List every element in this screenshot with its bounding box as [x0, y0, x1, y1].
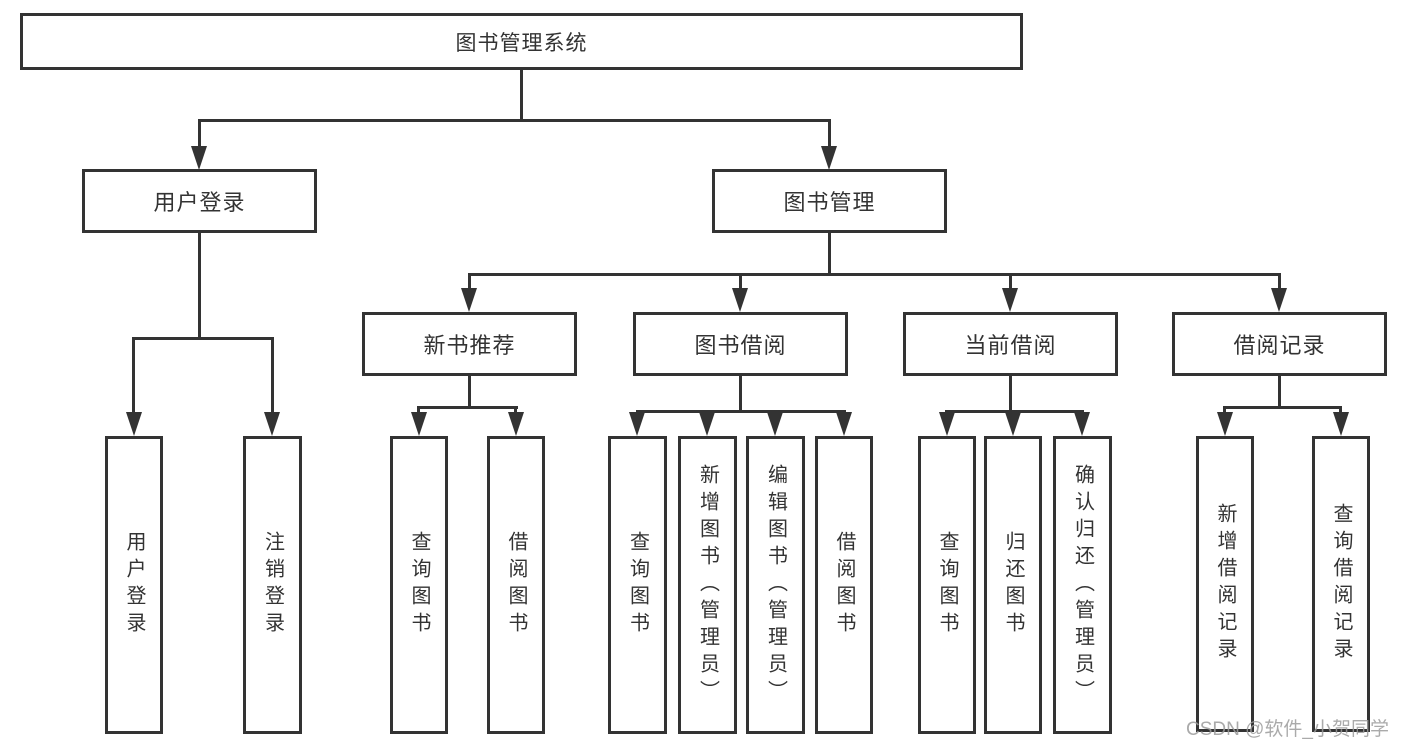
- connector-hline: [198, 119, 831, 122]
- node-book-borrowing: 图书借阅: [633, 312, 848, 376]
- leaf-borrow-book-borrowing-label: 借阅图书: [833, 531, 855, 639]
- arrowhead-down-icon: [264, 412, 280, 436]
- node-root-label: 图书管理系统: [455, 31, 588, 55]
- arrowhead-down-icon: [126, 412, 142, 436]
- connector-vline: [520, 70, 523, 119]
- leaf-logout-label: 注销登录: [261, 531, 284, 639]
- arrowhead-down-icon: [508, 412, 524, 436]
- leaf-borrow-book-recommend: 借阅图书: [487, 436, 545, 734]
- arrowhead-down-icon: [1074, 412, 1090, 436]
- node-new-book-recommend-label: 新书推荐: [423, 333, 516, 358]
- connector-vline: [828, 119, 831, 150]
- node-borrowing-records-label: 借阅记录: [1233, 333, 1326, 358]
- arrowhead-down-icon: [1271, 288, 1287, 312]
- connector-vline: [828, 233, 831, 273]
- arrowhead-down-icon: [821, 146, 837, 170]
- node-new-book-recommend: 新书推荐: [362, 312, 577, 376]
- connector-hline: [417, 406, 518, 409]
- leaf-edit-book-admin-label: 编辑图书（管理员）: [764, 463, 787, 707]
- connector-hline: [468, 273, 1281, 276]
- leaf-edit-book-admin: 编辑图书（管理员）: [746, 436, 805, 734]
- leaf-confirm-return-admin: 确认归还（管理员）: [1053, 436, 1112, 734]
- leaf-borrow-book-recommend-label: 借阅图书: [505, 531, 527, 639]
- connector-hline: [1223, 406, 1342, 409]
- leaf-query-borrow-record: 查询借阅记录: [1312, 436, 1370, 732]
- connector-vline: [468, 376, 471, 406]
- arrowhead-down-icon: [1005, 412, 1021, 436]
- node-user-login-label: 用户登录: [153, 190, 246, 215]
- arrowhead-down-icon: [1333, 412, 1349, 436]
- leaf-add-book-admin-label: 新增图书（管理员）: [696, 463, 719, 707]
- leaf-add-borrow-record: 新增借阅记录: [1196, 436, 1254, 732]
- connector-vline: [1278, 376, 1281, 406]
- leaf-confirm-return-admin-label: 确认归还（管理员）: [1071, 463, 1094, 707]
- connector-vline: [132, 337, 135, 417]
- arrowhead-down-icon: [1217, 412, 1233, 436]
- node-borrowing-records: 借阅记录: [1172, 312, 1387, 376]
- leaf-borrow-book-borrowing: 借阅图书: [815, 436, 873, 734]
- connector-vline: [1009, 273, 1012, 291]
- leaf-user-login-label: 用户登录: [123, 531, 145, 639]
- leaf-query-book-recommend-label: 查询图书: [408, 531, 430, 639]
- connector-vline: [468, 273, 471, 291]
- arrowhead-down-icon: [939, 412, 955, 436]
- leaf-return-book-label: 归还图书: [1002, 531, 1024, 639]
- leaf-logout: 注销登录: [243, 436, 302, 734]
- arrowhead-down-icon: [411, 412, 427, 436]
- node-current-borrowing: 当前借阅: [903, 312, 1118, 376]
- leaf-query-book-recommend: 查询图书: [390, 436, 448, 734]
- connector-hline: [945, 410, 1084, 413]
- node-book-management: 图书管理: [712, 169, 947, 233]
- csdn-watermark: CSDN @软件_小贺同学: [1186, 719, 1389, 740]
- node-root-system: 图书管理系统: [20, 13, 1023, 70]
- arrowhead-down-icon: [191, 146, 207, 170]
- connector-vline: [271, 337, 274, 417]
- leaf-query-book-current-label: 查询图书: [936, 531, 958, 639]
- leaf-query-book-borrowing: 查询图书: [608, 436, 667, 734]
- connector-vline: [1278, 273, 1281, 291]
- arrowhead-down-icon: [767, 412, 783, 436]
- connector-vline: [198, 119, 201, 150]
- arrowhead-down-icon: [1002, 288, 1018, 312]
- arrowhead-down-icon: [836, 412, 852, 436]
- node-current-borrowing-label: 当前借阅: [964, 333, 1057, 358]
- connector-vline: [1009, 376, 1012, 410]
- arrowhead-down-icon: [699, 412, 715, 436]
- leaf-add-book-admin: 新增图书（管理员）: [678, 436, 737, 734]
- arrowhead-down-icon: [461, 288, 477, 312]
- leaf-query-book-borrowing-label: 查询图书: [626, 531, 649, 639]
- leaf-user-login: 用户登录: [105, 436, 163, 734]
- connector-hline: [132, 337, 274, 340]
- leaf-add-borrow-record-label: 新增借阅记录: [1214, 503, 1236, 665]
- arrowhead-down-icon: [732, 288, 748, 312]
- connector-vline: [198, 233, 201, 337]
- node-book-borrowing-label: 图书借阅: [694, 333, 787, 358]
- node-user-login: 用户登录: [82, 169, 317, 233]
- connector-vline: [739, 273, 742, 291]
- connector-hline: [636, 410, 846, 413]
- arrowhead-down-icon: [629, 412, 645, 436]
- leaf-return-book: 归还图书: [984, 436, 1042, 734]
- leaf-query-borrow-record-label: 查询借阅记录: [1330, 503, 1352, 665]
- node-book-management-label: 图书管理: [783, 190, 876, 215]
- connector-vline: [739, 376, 742, 410]
- leaf-query-book-current: 查询图书: [918, 436, 976, 734]
